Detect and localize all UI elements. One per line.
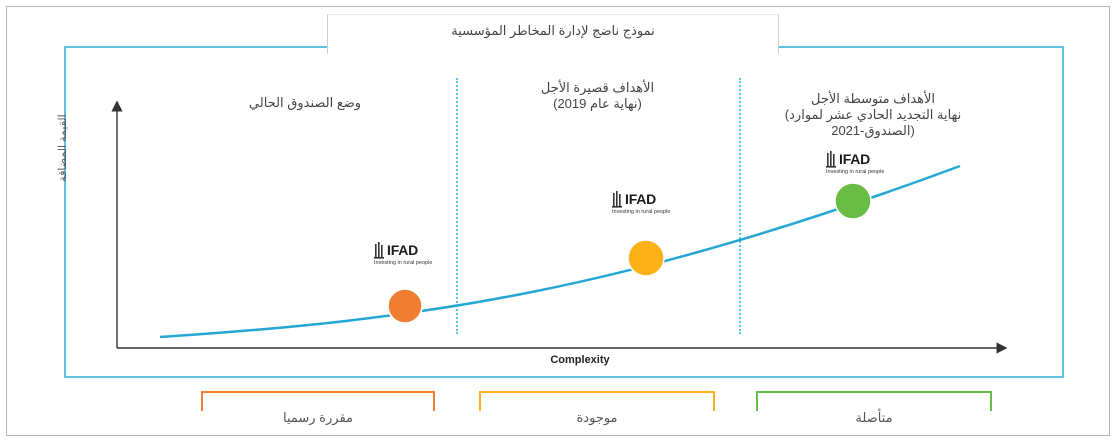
- x-axis-label: Complexity: [550, 354, 610, 366]
- column-heading-medium-term-line-3: الصندوق-2021): [831, 123, 915, 138]
- y-axis-label: القيمة المضافة: [57, 114, 69, 182]
- column-heading-short-term-line-1: الأهداف قصيرة الأجل: [540, 80, 655, 95]
- logo-tagline: Investing in rural people: [374, 260, 433, 266]
- marker-current: [387, 288, 423, 324]
- logo-name: IFAD: [625, 191, 657, 207]
- column-heading-short-term-line-2: (نهاية عام 2019): [553, 96, 642, 111]
- logo-name: IFAD: [839, 151, 871, 167]
- bracket-formally-defined: [201, 391, 435, 411]
- category-label-existing: موجودة: [576, 410, 618, 425]
- logo-name: IFAD: [387, 242, 419, 258]
- bracket-existing: [479, 391, 715, 411]
- column-divider-2: [739, 78, 741, 334]
- diagram-title: نموذج ناضج لإدارة المخاطر المؤسسية: [327, 14, 779, 54]
- column-heading-medium-term-line-1: الأهداف متوسطة الأجل: [810, 91, 936, 106]
- column-heading-medium-term-line-2: (نهاية التجديد الحادي عشر لموارد: [784, 107, 962, 122]
- ifad-logo-short-term: IFAD Investing in rural people: [612, 191, 708, 219]
- logo-tagline: Investing in rural people: [612, 209, 671, 215]
- marker-short-term: [627, 239, 665, 277]
- category-label-embedded: متأصلة: [855, 410, 893, 425]
- category-label-formally-defined: مقررة رسميا: [283, 410, 353, 425]
- wheat-icon: [612, 191, 622, 208]
- wheat-icon: [374, 242, 384, 259]
- column-heading-short-term: الأهداف قصيرة الأجل (نهاية عام 2019): [470, 80, 725, 112]
- marker-medium-term: [834, 182, 872, 220]
- column-heading-current: وضع الصندوق الحالي: [170, 95, 440, 111]
- maturity-curve: [159, 164, 961, 339]
- bracket-embedded: [756, 391, 992, 411]
- ifad-logo-medium-term: IFAD Investing in rural people: [826, 151, 922, 179]
- outer-frame: [6, 6, 1110, 436]
- column-divider-1: [456, 78, 458, 334]
- logo-tagline: Investing in rural people: [826, 169, 885, 175]
- ifad-logo-current: IFAD Investing in rural people: [374, 242, 470, 270]
- wheat-icon: [826, 151, 836, 168]
- column-heading-current-line-1: وضع الصندوق الحالي: [248, 95, 362, 110]
- column-heading-medium-term: الأهداف متوسطة الأجل (نهاية التجديد الحا…: [748, 91, 998, 139]
